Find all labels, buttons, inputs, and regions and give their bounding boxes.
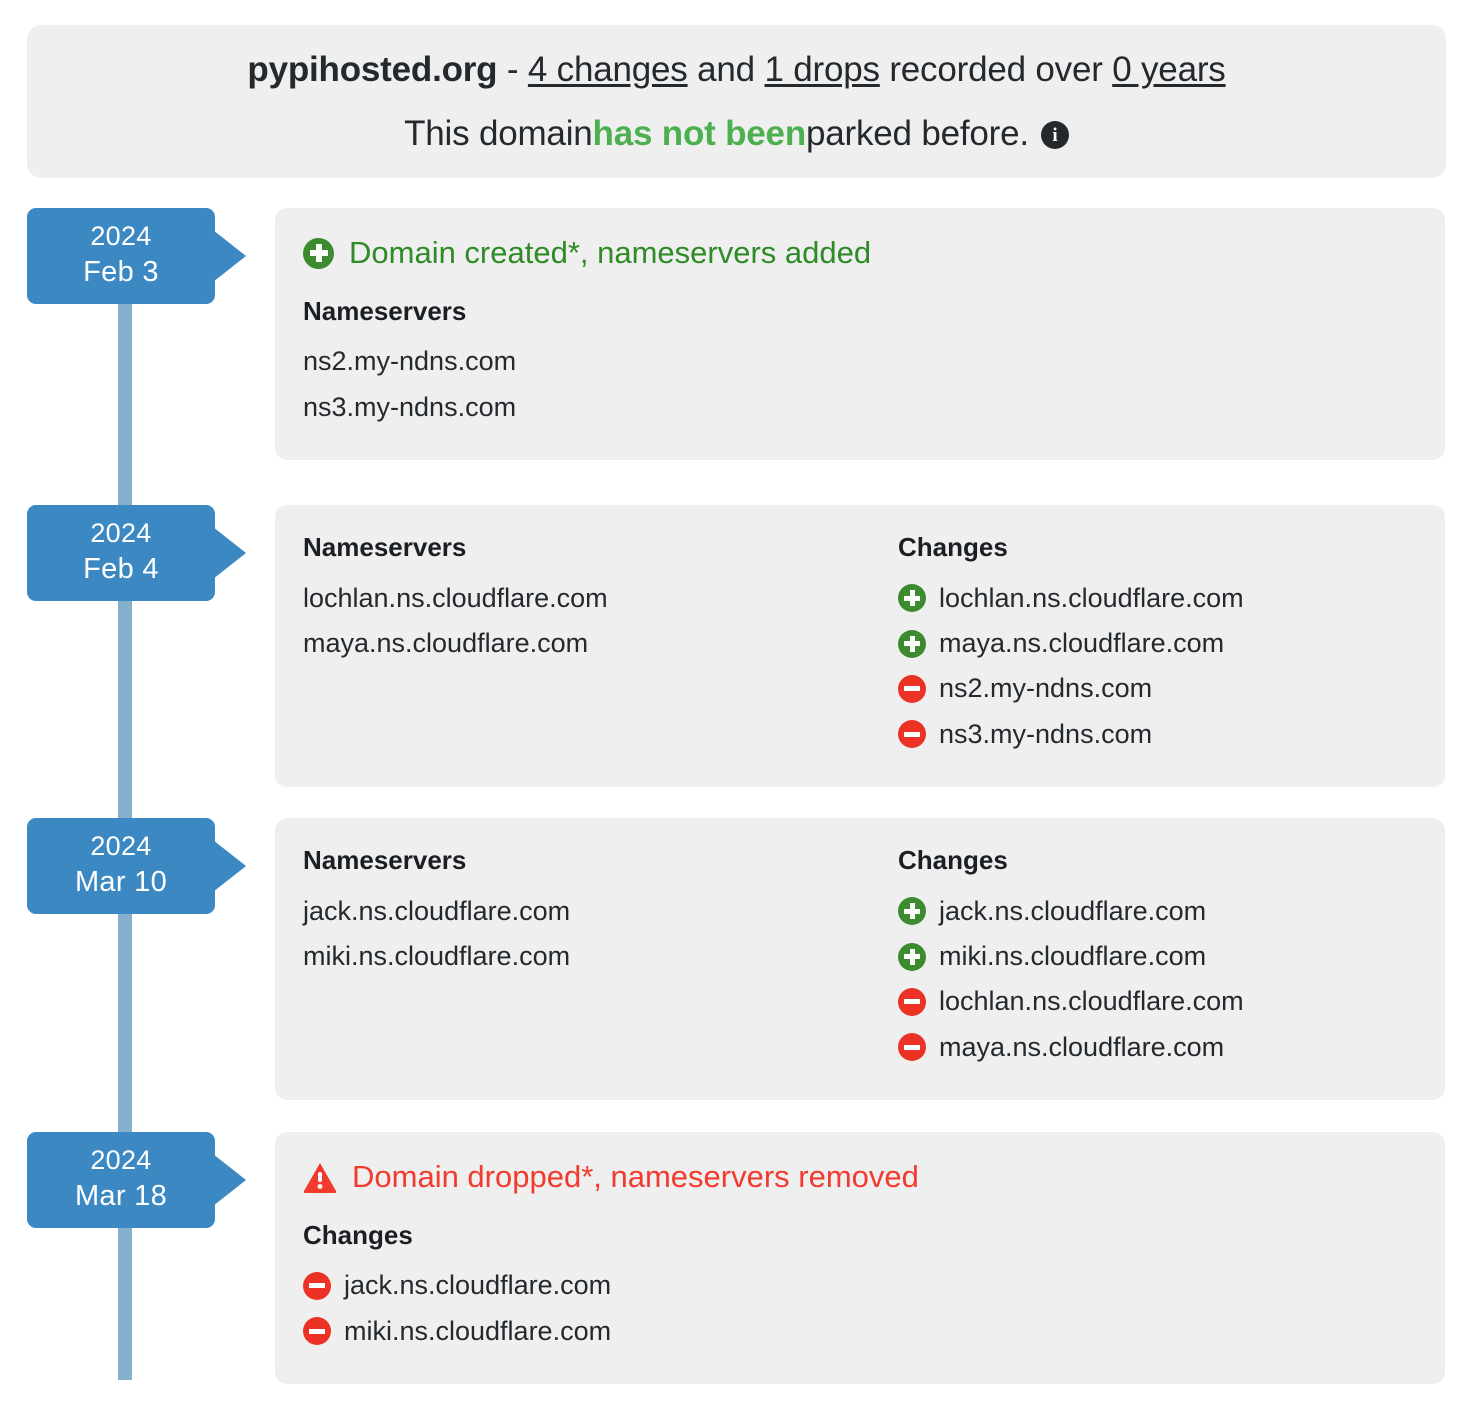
parked-suffix: parked before.: [806, 113, 1029, 153]
nameserver-item: miki.ns.cloudflare.com: [303, 940, 571, 971]
date-year: 2024: [90, 831, 152, 861]
nameservers-column: Nameservers jack.ns.cloudflare.com miki.…: [303, 844, 898, 979]
change-item: miki.ns.cloudflare.com: [898, 934, 1417, 979]
change-value: lochlan.ns.cloudflare.com: [939, 582, 1244, 613]
nameservers-column: Nameservers ns2.my-ndns.com ns3.my-ndns.…: [303, 295, 898, 430]
nameservers-column: Nameservers lochlan.ns.cloudflare.com ma…: [303, 531, 898, 666]
date-day: Feb 3: [83, 255, 159, 288]
minus-circle-icon: [303, 1271, 331, 1300]
event-heading: Domain dropped*, nameservers removed: [303, 1158, 1417, 1197]
date-day: Mar 10: [74, 865, 168, 898]
change-item: maya.ns.cloudflare.com: [898, 621, 1417, 666]
timeline-date-badge[interactable]: 2024 Feb 3: [27, 208, 246, 304]
timeline-date-badge[interactable]: 2024 Mar 18: [27, 1132, 246, 1228]
timeline-event-card: Nameservers jack.ns.cloudflare.com miki.…: [275, 818, 1445, 1100]
change-value: jack.ns.cloudflare.com: [344, 1270, 612, 1301]
date-year: 2024: [90, 518, 152, 548]
plus-circle-icon: [898, 629, 926, 658]
change-value: maya.ns.cloudflare.com: [939, 1031, 1225, 1062]
minus-circle-icon: [303, 1317, 331, 1346]
nameserver-item: jack.ns.cloudflare.com: [303, 895, 571, 926]
date-year: 2024: [90, 221, 152, 251]
changes-title: Changes: [303, 1219, 413, 1250]
event-heading-label: Domain created*, nameservers added: [349, 235, 872, 270]
timeline-date-badge[interactable]: 2024 Mar 10: [27, 818, 246, 914]
date-year: 2024: [90, 1145, 152, 1175]
info-icon[interactable]: i: [1040, 121, 1069, 150]
change-item: ns2.my-ndns.com: [898, 666, 1417, 711]
change-value: lochlan.ns.cloudflare.com: [939, 986, 1244, 1017]
date-day: Feb 4: [83, 552, 159, 585]
summary-recorded-over: recorded over: [879, 49, 1113, 89]
plus-circle-icon: [898, 942, 926, 971]
nameservers-title: Nameservers: [303, 295, 467, 326]
change-item: maya.ns.cloudflare.com: [898, 1025, 1417, 1070]
plus-circle-icon: [898, 897, 926, 926]
change-item: jack.ns.cloudflare.com: [898, 889, 1417, 934]
change-item: miki.ns.cloudflare.com: [303, 1309, 898, 1354]
minus-circle-icon: [898, 1033, 926, 1062]
change-item: jack.ns.cloudflare.com: [303, 1263, 898, 1308]
domain-summary-panel: pypihosted.org - 4 changes and 1 drops r…: [27, 25, 1446, 178]
minus-circle-icon: [898, 674, 926, 703]
summary-headline: pypihosted.org - 4 changes and 1 drops r…: [247, 48, 1225, 92]
nameserver-item: ns3.my-ndns.com: [303, 391, 517, 422]
changes-title: Changes: [898, 845, 1008, 875]
parked-prefix: This domain: [404, 113, 593, 153]
timeline-event-card: Nameservers lochlan.ns.cloudflare.com ma…: [275, 505, 1445, 787]
parked-status-line: This domain has not been parked before. i: [404, 112, 1069, 156]
change-value: ns3.my-ndns.com: [939, 718, 1153, 749]
change-value: maya.ns.cloudflare.com: [939, 627, 1225, 658]
nameserver-item: maya.ns.cloudflare.com: [303, 627, 589, 658]
plus-circle-icon: [303, 237, 334, 269]
change-value: ns2.my-ndns.com: [939, 673, 1153, 704]
nameservers-title: Nameservers: [303, 532, 467, 562]
domain-name: pypihosted.org: [247, 49, 498, 89]
event-heading: Domain created*, nameservers added: [303, 234, 1417, 273]
change-item: lochlan.ns.cloudflare.com: [898, 576, 1417, 621]
years-span-link[interactable]: 0 years: [1112, 49, 1226, 89]
badge-arrow-icon: [213, 1153, 246, 1206]
event-heading-label: Domain dropped*, nameservers removed: [352, 1159, 919, 1194]
minus-circle-icon: [898, 720, 926, 749]
warning-triangle-icon: [303, 1162, 337, 1193]
date-day: Mar 18: [74, 1179, 168, 1212]
timeline-event-card: Domain created*, nameservers added Names…: [275, 208, 1445, 460]
nameservers-title: Nameservers: [303, 845, 467, 875]
timeline-date-badge[interactable]: 2024 Feb 4: [27, 505, 246, 601]
changes-count-link[interactable]: 4 changes: [527, 49, 688, 89]
parked-status-accent: has not been: [592, 113, 807, 153]
change-value: miki.ns.cloudflare.com: [344, 1315, 612, 1346]
drops-count-link[interactable]: 1 drops: [764, 49, 880, 89]
plus-circle-icon: [898, 584, 926, 613]
change-value: jack.ns.cloudflare.com: [939, 895, 1207, 926]
badge-arrow-icon: [213, 229, 246, 282]
changes-column: Changes jack.ns.cloudflare.com miki.ns.c…: [303, 1219, 898, 1354]
change-item: lochlan.ns.cloudflare.com: [898, 979, 1417, 1024]
event-columns: Nameservers lochlan.ns.cloudflare.com ma…: [303, 531, 1417, 757]
change-item: ns3.my-ndns.com: [898, 712, 1417, 757]
summary-conjunction: and: [687, 49, 765, 89]
minus-circle-icon: [898, 987, 926, 1016]
badge-arrow-icon: [213, 839, 246, 892]
badge-arrow-icon: [213, 526, 246, 579]
timeline-event-card: Domain dropped*, nameservers removed Cha…: [275, 1132, 1445, 1384]
changes-column: Changes jack.ns.cloudflare.com miki.ns.c…: [898, 844, 1417, 1070]
change-value: miki.ns.cloudflare.com: [939, 940, 1207, 971]
changes-title: Changes: [898, 532, 1008, 562]
summary-separator: -: [497, 49, 528, 89]
changes-column: Changes lochlan.ns.cloudflare.com maya.n…: [898, 531, 1417, 757]
event-columns: Nameservers ns2.my-ndns.com ns3.my-ndns.…: [303, 295, 1417, 430]
nameserver-item: ns2.my-ndns.com: [303, 346, 517, 377]
event-columns: Nameservers jack.ns.cloudflare.com miki.…: [303, 844, 1417, 1070]
nameserver-item: lochlan.ns.cloudflare.com: [303, 582, 608, 613]
event-columns: Changes jack.ns.cloudflare.com miki.ns.c…: [303, 1219, 1417, 1354]
